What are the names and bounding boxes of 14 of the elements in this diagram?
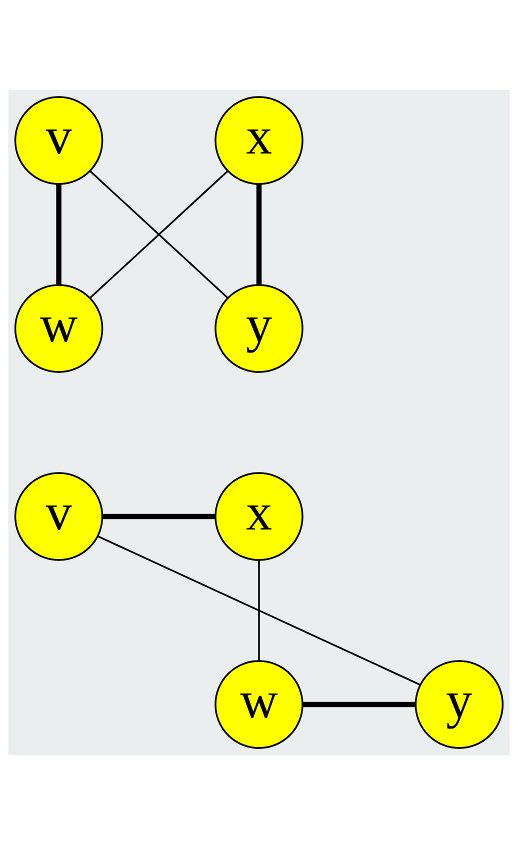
- node-circle: w: [214, 660, 304, 748]
- node-circle: y: [414, 660, 504, 748]
- connector: [302, 701, 416, 707]
- node-circle: x: [214, 472, 304, 560]
- node-circle: x: [214, 96, 304, 184]
- node-circle: y: [214, 284, 304, 372]
- connector: [56, 184, 62, 284]
- connector: [256, 184, 262, 284]
- connector: [102, 513, 215, 519]
- node-circle: v: [14, 96, 104, 184]
- connector: [98, 535, 420, 685]
- node-circle: v: [14, 472, 104, 560]
- connector: [258, 560, 260, 660]
- node-circle: w: [14, 284, 104, 372]
